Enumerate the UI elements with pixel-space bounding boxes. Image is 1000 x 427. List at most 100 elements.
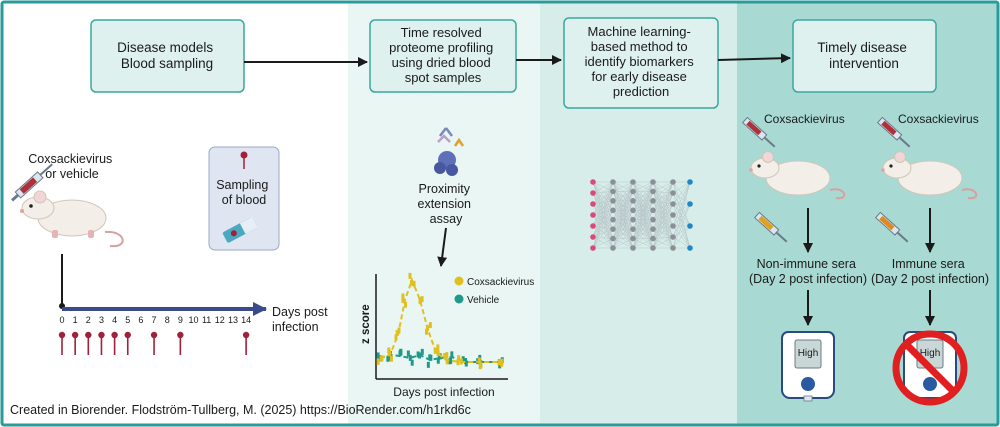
vehicle-point: [418, 352, 422, 359]
coxsackievirus-point: [420, 296, 424, 303]
chart-x-label: Days post infection: [393, 385, 494, 399]
day-label-5: 5: [125, 315, 130, 325]
vehicle-point: [436, 357, 440, 364]
nn-node: [630, 226, 636, 232]
nn-node: [650, 207, 656, 214]
nn-node: [590, 190, 596, 196]
nn-node: [687, 223, 693, 229]
mouse-icon-right: [881, 151, 978, 200]
sample-marker-day-7: [150, 331, 158, 355]
legend-label-coxsackievirus: Coxsackievirus: [467, 277, 534, 288]
coxsackievirus-point: [445, 358, 449, 365]
vehicle-point: [410, 359, 414, 366]
coxsackievirus-point: [389, 355, 393, 362]
nn-node: [670, 212, 676, 218]
step-2-text: Time resolved proteome profiling using d…: [389, 25, 497, 85]
prohibition-icon: [892, 330, 968, 406]
sera-label-right: Immune sera (Day 2 post infection): [871, 257, 989, 286]
arrow-step3-step4: [717, 53, 791, 64]
mouse-icon: [20, 190, 124, 248]
nn-node: [650, 245, 656, 251]
nn-node: [610, 188, 616, 195]
legend-label-vehicle: Vehicle: [467, 295, 500, 306]
vehicle-point: [428, 354, 432, 361]
vehicle-point: [464, 360, 468, 367]
sample-marker-day-3: [98, 331, 105, 355]
vehicle-point: [399, 349, 403, 356]
day-label-12: 12: [215, 315, 225, 325]
nn-node: [670, 190, 676, 196]
infection-label: Coxsackievirus or vehicle: [28, 152, 116, 181]
syringe-icon-left-sera: [753, 211, 788, 243]
coxsackievirus-point: [428, 322, 432, 329]
day-label-14: 14: [241, 315, 251, 325]
day-label-3: 3: [99, 315, 104, 325]
coxsackievirus-point: [479, 362, 483, 369]
day-label-10: 10: [188, 315, 198, 325]
coxsackievirus-point: [376, 358, 380, 365]
sampling-markers: [58, 331, 250, 355]
coxsackievirus-point: [436, 344, 440, 351]
sample-marker-day-5: [124, 331, 131, 355]
sample-marker-day-4: [111, 331, 118, 355]
coxsackievirus-point: [436, 350, 440, 357]
assay-label: Proximity extension assay: [418, 182, 475, 226]
coxsackievirus-point: [425, 328, 429, 335]
chart-y-label: z score: [360, 304, 372, 344]
nn-node: [670, 201, 676, 207]
day-label-4: 4: [112, 315, 117, 325]
legend-swatch-vehicle: [454, 294, 464, 304]
legend-swatch-coxsackievirus: [454, 276, 464, 286]
step-box-3: [563, 17, 719, 109]
nn-node: [670, 223, 676, 229]
coxsackievirus-point: [404, 301, 408, 308]
syringe-icon-right-top: [876, 116, 911, 148]
vehicle-point: [408, 354, 412, 361]
sample-marker-day-2: [85, 331, 92, 355]
nn-node: [650, 179, 656, 185]
syringe-icon-right-sera: [874, 211, 909, 243]
nn-node: [590, 245, 596, 251]
mouse-icon-left: [749, 151, 846, 200]
coxsackievirus-point: [388, 350, 392, 357]
nn-node: [590, 234, 596, 240]
blood-spot-card-icon: [222, 216, 258, 243]
coxsackievirus-point: [500, 360, 504, 367]
coxsackievirus-point: [409, 279, 413, 286]
nn-node: [650, 188, 656, 195]
footer-credit: Created in Biorender. Flodström-Tullberg…: [10, 403, 471, 417]
nn-node: [610, 179, 616, 185]
glucose-meter-icon-left: [781, 331, 835, 402]
coxsackievirus-point: [408, 272, 412, 279]
vehicle-point: [420, 348, 424, 355]
sample-marker-day-1: [71, 331, 79, 355]
nn-node: [610, 198, 616, 204]
day-label-0: 0: [59, 315, 64, 325]
vehicle-point: [449, 357, 453, 364]
chart-series-layer: [376, 272, 504, 370]
nn-node: [650, 216, 656, 223]
coxsackievirus-point: [380, 355, 384, 362]
nn-node: [630, 207, 636, 214]
nn-node: [670, 245, 676, 251]
timeline-axis-label: Days post infection: [272, 305, 331, 334]
coxsackievirus-point: [394, 334, 398, 341]
nn-node: [630, 245, 636, 251]
coxsackievirus-point: [459, 358, 463, 365]
day-label-7: 7: [152, 315, 157, 325]
day-label-6: 6: [138, 315, 143, 325]
nn-node: [610, 207, 616, 214]
step-box-2: [369, 19, 517, 93]
vehicle-point: [426, 361, 430, 368]
coxsackievirus-point: [395, 329, 399, 336]
nn-node: [610, 245, 616, 251]
nn-node: [650, 226, 656, 232]
coxsackievirus-point: [418, 297, 422, 304]
nn-node: [630, 179, 636, 185]
vehicle-point: [450, 351, 454, 358]
arrow-assay-chart: [437, 227, 448, 267]
day-label-1: 1: [73, 315, 78, 325]
nn-node: [630, 235, 636, 242]
